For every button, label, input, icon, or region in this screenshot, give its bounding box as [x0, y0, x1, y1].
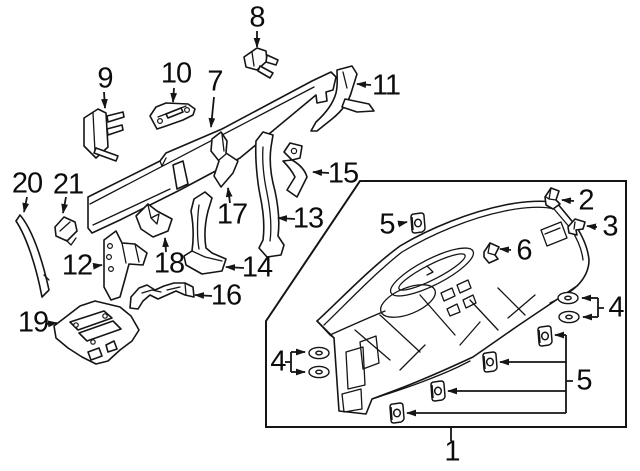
part-4-washer-right-bottom — [558, 310, 580, 324]
part-12-bracket — [103, 230, 148, 301]
part-8-bracket — [243, 47, 279, 79]
part-5-clip-c — [430, 380, 446, 402]
callout-4-right[interactable]: 4 — [608, 291, 624, 324]
callout-5-right[interactable]: 5 — [576, 364, 592, 397]
part-20-trim-piece — [15, 214, 50, 298]
part-15-bracket — [282, 142, 308, 198]
part-3-clip — [567, 218, 586, 236]
part-21-clip — [54, 216, 78, 246]
part-13-pillar-bracket — [254, 131, 285, 258]
callout-14[interactable]: 14 — [241, 251, 273, 284]
part-4-washer-right-top — [557, 291, 579, 305]
callout-13[interactable]: 13 — [292, 202, 324, 235]
callout-7[interactable]: 7 — [207, 65, 223, 98]
part-10-bracket — [149, 102, 196, 130]
part-5-clip-left — [410, 212, 426, 234]
part-4-washer-left-bottom — [308, 365, 330, 379]
callout-12[interactable]: 12 — [61, 249, 93, 282]
part-5-clip-b — [482, 351, 498, 373]
callout-15[interactable]: 15 — [327, 157, 359, 190]
callout-16[interactable]: 16 — [210, 279, 242, 312]
callout-9[interactable]: 9 — [97, 62, 113, 95]
callout-4-left[interactable]: 4 — [270, 345, 286, 378]
part-19-support-tray — [53, 300, 140, 365]
callout-2[interactable]: 2 — [578, 184, 594, 217]
part-6-clip — [483, 242, 500, 264]
callout-10[interactable]: 10 — [160, 57, 192, 90]
callout-17[interactable]: 17 — [216, 198, 248, 231]
part-4-washer-left-top — [308, 346, 330, 360]
part-11-bracket — [310, 65, 375, 132]
callout-18[interactable]: 18 — [153, 247, 185, 280]
leader-arrows — [22, 31, 604, 441]
callout-11[interactable]: 11 — [371, 69, 401, 102]
part-5-clip-a — [537, 325, 553, 347]
part-17-bracket — [210, 131, 239, 188]
callout-20[interactable]: 20 — [11, 167, 43, 200]
callout-21[interactable]: 21 — [52, 168, 84, 201]
callout-5-left[interactable]: 5 — [379, 208, 395, 241]
callout-1[interactable]: 1 — [444, 435, 460, 468]
part-2-clip — [544, 187, 561, 210]
callout-19[interactable]: 19 — [17, 306, 49, 339]
part-5-clip-d — [389, 402, 405, 424]
part-16-duct-bracket — [129, 282, 195, 310]
part-14-pillar-bracket — [183, 191, 227, 275]
callout-3[interactable]: 3 — [602, 210, 618, 243]
part-9-bracket — [83, 108, 125, 162]
callout-6[interactable]: 6 — [516, 234, 532, 267]
part-18-bracket — [135, 203, 173, 238]
callout-8[interactable]: 8 — [249, 1, 265, 34]
